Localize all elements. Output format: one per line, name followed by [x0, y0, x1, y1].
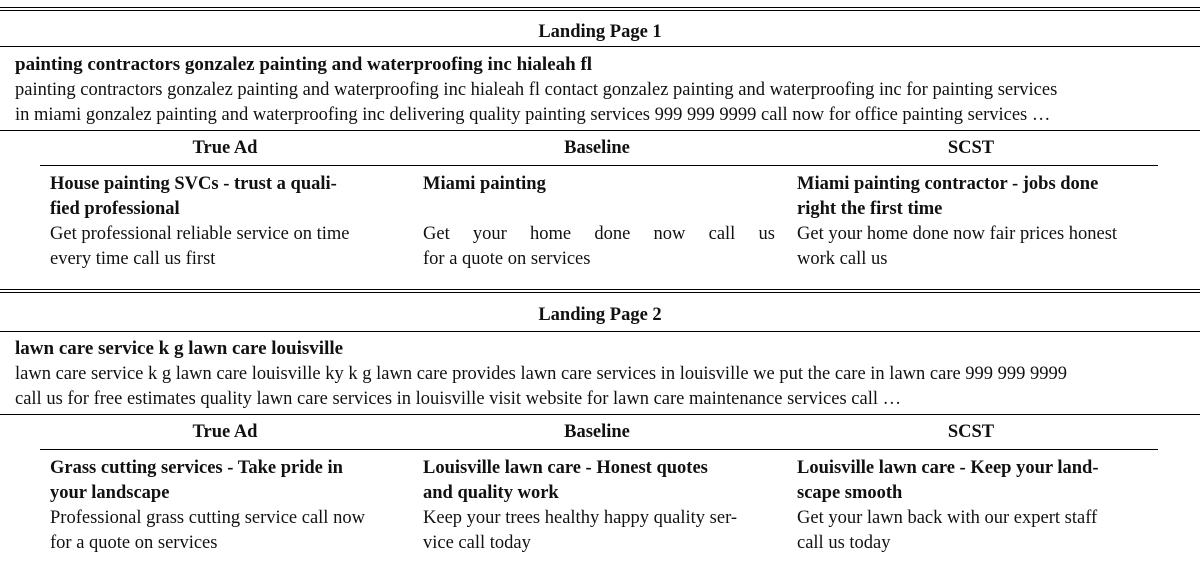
ad-description-line: every time call us first [50, 249, 216, 269]
ad-description: Get your home done now fair prices hones… [797, 222, 1152, 272]
column-header-scst: SCST [947, 138, 995, 158]
ad-baseline: Louisville lawn care - Honest quotes and… [423, 456, 778, 556]
section-2-columns-rule [40, 449, 1158, 450]
column-header-baseline: Baseline [564, 422, 630, 442]
ad-scst: Miami painting contractor - jobs done ri… [797, 172, 1152, 272]
ad-description: Keep your trees healthy happy quality se… [423, 506, 778, 556]
ad-title-line: right the first time [797, 199, 943, 219]
landing-page-1-body: painting contractors gonzalez painting a… [15, 78, 1190, 128]
ad-description-line: Get your lawn back with our expert staff [797, 508, 1098, 528]
section-1-body-rule [0, 130, 1200, 131]
landing-page-1-body-line: in miami gonzalez painting and waterproo… [15, 105, 1051, 125]
ad-title-line: Miami painting contractor - jobs done [797, 174, 1099, 194]
ad-title: Louisville lawn care - Honest quotes and… [423, 456, 778, 506]
ad-description-line: for a quote on services [423, 249, 591, 269]
section-2-body-rule [0, 414, 1200, 415]
ad-title-line: and quality work [423, 483, 559, 503]
ad-description-line: vice call today [423, 533, 531, 553]
column-header-true-ad: True Ad [192, 138, 258, 158]
column-header-scst: SCST [947, 422, 995, 442]
ad-description-line: call us today [797, 533, 891, 553]
ad-description-line: Get professional reliable service on tim… [50, 224, 350, 244]
landing-page-2-body-line: call us for free estimates quality lawn … [15, 389, 902, 409]
ad-true-ad: Grass cutting services - Take pride in y… [50, 456, 405, 556]
ad-title-line: Louisville lawn care - Keep your land- [797, 458, 1099, 478]
landing-page-1-body-line: painting contractors gonzalez painting a… [15, 80, 1058, 100]
ad-title: House painting SVCs - trust a quali- fie… [50, 172, 405, 222]
ad-title: Louisville lawn care - Keep your land- s… [797, 456, 1152, 506]
landing-page-1-heading: Landing Page 1 [538, 22, 662, 42]
ad-title: Grass cutting services - Take pride in y… [50, 456, 405, 506]
section-2-top-rule-inner [0, 292, 1200, 293]
top-rule-outer [0, 7, 1200, 8]
ad-description: Get professional reliable service on tim… [50, 222, 405, 272]
ad-title-line: House painting SVCs - trust a quali- [50, 174, 337, 194]
landing-page-2-body-line: lawn care service k g lawn care louisvil… [15, 364, 1068, 384]
ad-description-line: work call us [797, 249, 888, 269]
ad-scst: Louisville lawn care - Keep your land- s… [797, 456, 1152, 556]
ad-description: Professional grass cutting service call … [50, 506, 405, 556]
ad-description: Get your lawn back with our expert staff… [797, 506, 1152, 556]
section-1-columns-rule [40, 165, 1158, 166]
section-2-top-rule-outer [0, 289, 1200, 290]
ad-title-line: scape smooth [797, 483, 903, 503]
section-2-header-rule [0, 331, 1200, 332]
column-header-baseline: Baseline [564, 138, 630, 158]
landing-page-2-body: lawn care service k g lawn care louisvil… [15, 362, 1190, 412]
ad-title-line: your landscape [50, 483, 170, 503]
landing-page-2-title: lawn care service k g lawn care louisvil… [15, 338, 344, 359]
column-header-true-ad: True Ad [192, 422, 258, 442]
landing-page-2-heading: Landing Page 2 [538, 305, 662, 325]
ad-title: Miami painting [423, 172, 775, 222]
ad-true-ad: House painting SVCs - trust a quali- fie… [50, 172, 405, 272]
ad-description-line: Get your home done now fair prices hones… [797, 224, 1118, 244]
ad-title-line: fied professional [50, 199, 180, 219]
ad-title-line: Louisville lawn care - Honest quotes [423, 458, 708, 478]
landing-page-1-title: painting contractors gonzalez painting a… [15, 54, 593, 75]
ad-description-line: Keep your trees healthy happy quality se… [423, 508, 738, 528]
top-rule-inner [0, 10, 1200, 11]
ad-title: Miami painting contractor - jobs done ri… [797, 172, 1152, 222]
ad-description-line: for a quote on services [50, 533, 218, 553]
section-1-header-rule [0, 46, 1200, 47]
ad-description-line: Professional grass cutting service call … [50, 508, 365, 528]
ad-title-line: Miami painting [423, 174, 546, 194]
ad-title-line: Grass cutting services - Take pride in [50, 458, 343, 478]
